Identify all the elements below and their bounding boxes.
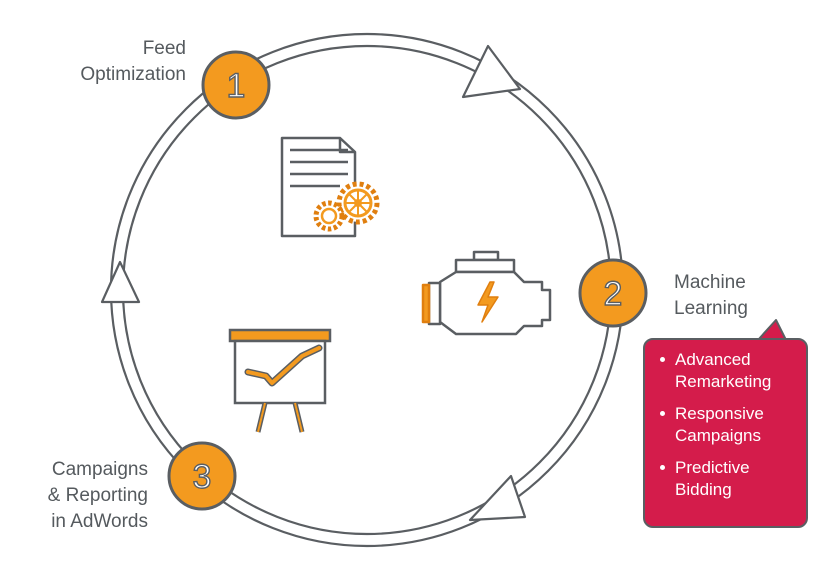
step-3-label: Campaigns & Reporting in AdWords bbox=[48, 457, 148, 535]
arrowhead-bottom-right bbox=[468, 474, 527, 522]
step-2-badge: 2 bbox=[578, 258, 648, 328]
step-3-label-line: & Reporting bbox=[47, 485, 148, 506]
step-3-label-line: in AdWords bbox=[51, 511, 148, 532]
list-item-line: Responsive bbox=[675, 404, 764, 423]
list-item-line: Bidding bbox=[675, 480, 732, 499]
ml-features-list: Advanced Remarketing Responsive Campaign… bbox=[645, 340, 806, 501]
step-1-badge: 1 bbox=[201, 50, 271, 120]
engine-icon bbox=[421, 250, 552, 336]
list-item-line: Advanced bbox=[675, 350, 751, 369]
step-1-number: 1 bbox=[227, 67, 246, 105]
arrowhead-top-right bbox=[461, 44, 522, 99]
step-3-number: 3 bbox=[193, 458, 212, 496]
list-item-line: Campaigns bbox=[675, 426, 761, 445]
step-2-label-line: Machine bbox=[674, 272, 746, 293]
list-item: Predictive Bidding bbox=[659, 457, 800, 501]
step-3-badge: 3 bbox=[167, 441, 237, 511]
arrowhead-left bbox=[100, 260, 141, 304]
list-item-line: Predictive bbox=[675, 458, 750, 477]
presentation-chart-icon bbox=[228, 328, 332, 433]
step-2-label-line: Learning bbox=[674, 298, 748, 319]
ml-features-callout: Advanced Remarketing Responsive Campaign… bbox=[643, 338, 808, 528]
step-1-label-line: Feed bbox=[142, 38, 186, 59]
document-gears-icon bbox=[280, 136, 380, 238]
list-item: Advanced Remarketing bbox=[659, 349, 800, 393]
step-3-label-line: Campaigns bbox=[51, 459, 148, 480]
step-1-label-line: Optimization bbox=[80, 64, 186, 85]
step-2-label: Machine Learning bbox=[674, 270, 748, 322]
list-item: Responsive Campaigns bbox=[659, 403, 800, 447]
step-2-number: 2 bbox=[604, 275, 623, 313]
list-item-line: Remarketing bbox=[675, 372, 772, 391]
step-1-label: Feed Optimization bbox=[80, 36, 186, 88]
